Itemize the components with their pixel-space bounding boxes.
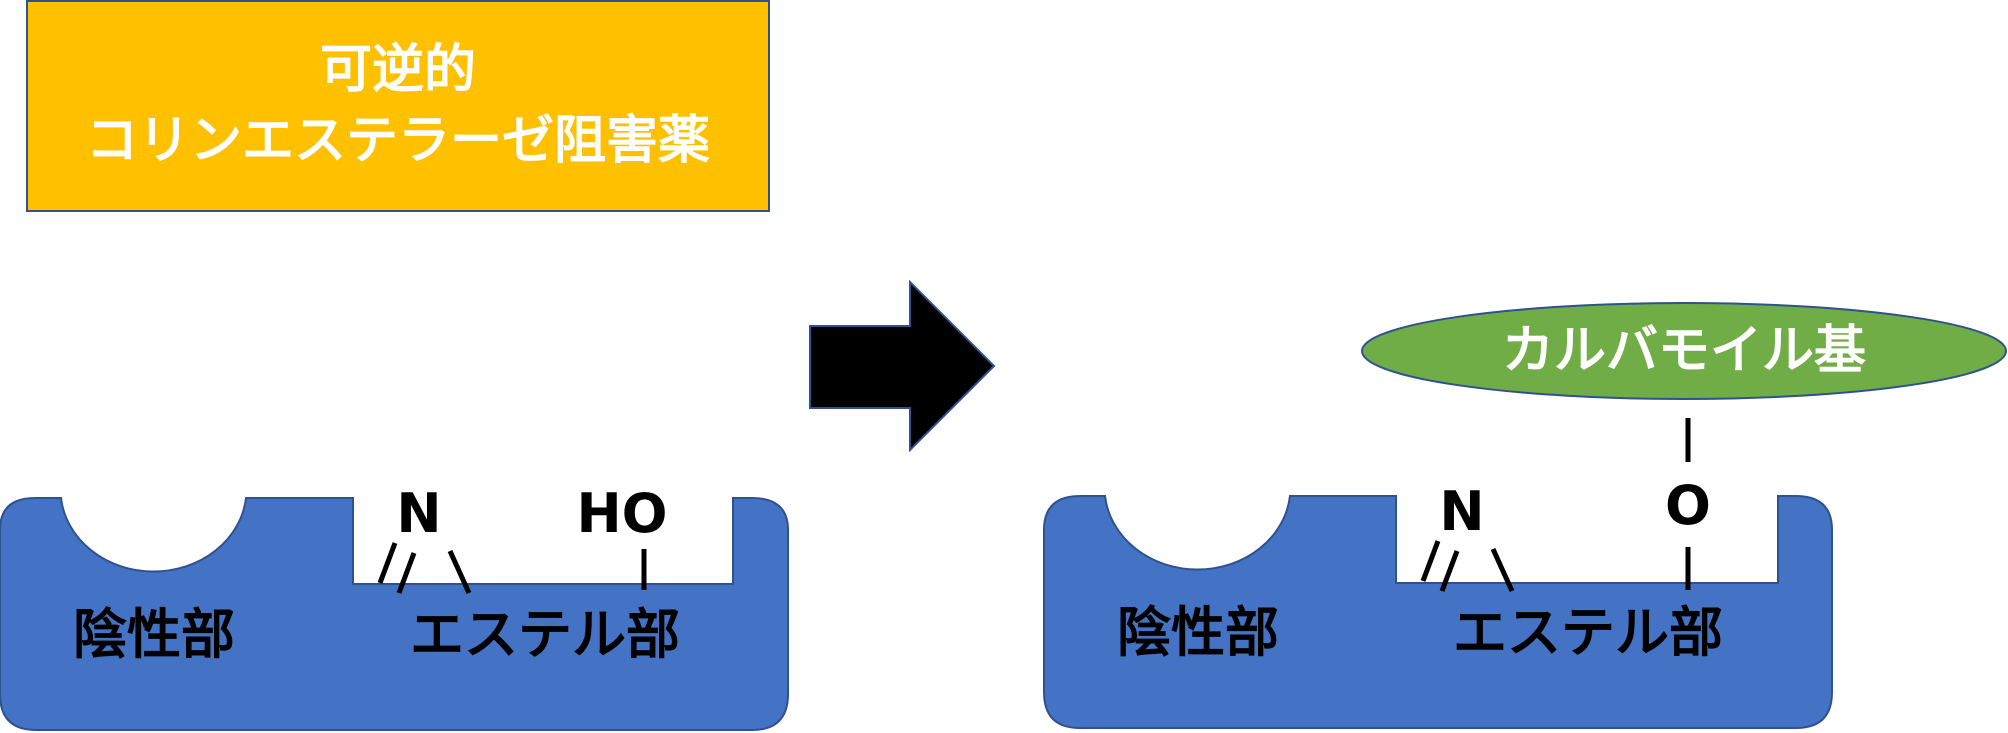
carbamoyl-group-ellipse xyxy=(1361,302,2007,400)
right-nitrogen-single-bond xyxy=(1490,547,1515,593)
title-box-background xyxy=(26,0,770,212)
reaction-arrow xyxy=(809,279,996,453)
right-enzyme-panel: カルバモイル基 陰性部 エステル部 N O xyxy=(1043,302,2007,729)
carbamoyl-group-label: カルバモイル基 xyxy=(1502,321,1866,381)
right-oxygen-atom: O xyxy=(1665,474,1711,537)
title-box: 可逆的 コリンエステラーゼ阻害薬 xyxy=(26,0,770,212)
left-anionic-site-label: 陰性部 xyxy=(73,603,235,666)
left-nitrogen-double-bond-b xyxy=(396,552,417,594)
left-nitrogen-single-bond xyxy=(447,549,472,595)
left-hydroxyl-group: HO xyxy=(576,482,667,545)
title-line-1: 可逆的 xyxy=(320,40,476,100)
left-ester-site-label: エステル部 xyxy=(410,603,680,666)
right-anionic-site-label: 陰性部 xyxy=(1117,601,1279,664)
left-enzyme-panel: 陰性部 エステル部 N HO xyxy=(0,482,789,731)
left-nitrogen-atom: N xyxy=(396,482,441,545)
left-enzyme-body xyxy=(0,497,789,731)
left-nitrogen-double-bond-a xyxy=(377,542,398,584)
right-enzyme-body xyxy=(1043,495,1833,729)
right-nitrogen-double-bond-b xyxy=(1439,550,1460,592)
title-line-2: コリンエステラーゼ阻害薬 xyxy=(86,111,710,171)
right-nitrogen-atom: N xyxy=(1439,480,1484,543)
right-ester-site-label: エステル部 xyxy=(1453,601,1723,664)
right-nitrogen-double-bond-a xyxy=(1420,540,1441,582)
